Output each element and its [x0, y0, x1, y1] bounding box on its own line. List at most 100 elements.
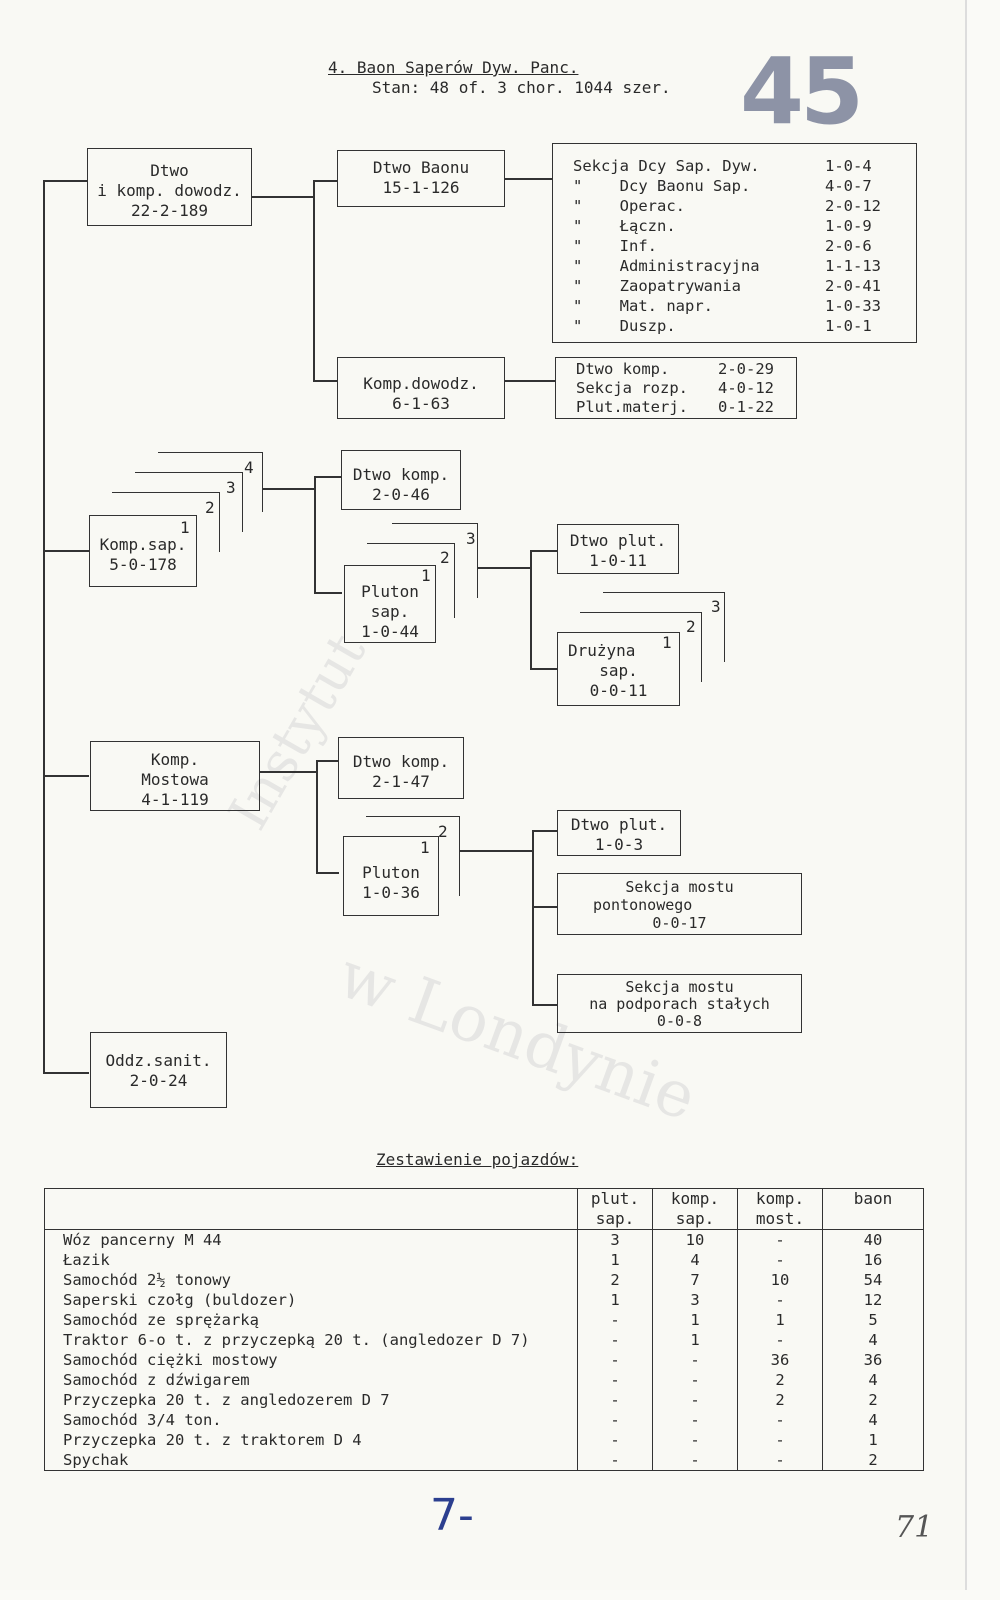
komp-dowodz-detail-row: Sekcja rozp.4-0-12 — [576, 379, 796, 398]
sekcja-value: 1-0-33 — [825, 297, 881, 315]
vehicle-count: - — [737, 1290, 823, 1310]
vehicle-name: Saperski czołg (buldozer) — [44, 1290, 578, 1310]
sekcja-name: " Operac. — [573, 197, 685, 215]
box-line: 2-1-47 — [372, 772, 430, 791]
sekcja-ponton-box: Sekcja mostu pontonowego 0-0-17 — [557, 873, 802, 935]
oddz-sanit-box: Oddz.sanit. 2-0-24 — [90, 1032, 227, 1108]
stack-number: 2 — [686, 617, 696, 636]
vehicle-name: Samochód ciężki mostowy — [44, 1350, 578, 1370]
vehicle-count: - — [737, 1250, 823, 1270]
connector-line — [43, 550, 89, 552]
table-header-row: plut.sap. komp.sap. komp.most. baon — [44, 1188, 924, 1230]
connector-line — [532, 1004, 558, 1006]
sekcja-row: " Operac.2-0-12 — [573, 196, 916, 216]
vehicle-count: 1 — [737, 1310, 823, 1330]
box-line: Komp.dowodz. — [363, 374, 479, 393]
connector-line — [505, 178, 552, 180]
connector-line — [532, 830, 534, 1004]
connector-line — [314, 476, 316, 592]
sekcja-name: " Inf. — [573, 237, 657, 255]
vehicle-count: 16 — [822, 1250, 924, 1270]
vehicle-count: - — [577, 1410, 653, 1430]
vehicle-count: 4 — [822, 1370, 924, 1390]
table-header-plut-sap: plut.sap. — [577, 1188, 653, 1230]
dtwo-baonu-box: Dtwo Baonu 15-1-126 — [337, 150, 505, 207]
vehicle-name: Wóz pancerny M 44 — [44, 1229, 578, 1250]
box-line: Sekcja mostu — [625, 978, 734, 996]
connector-line — [314, 592, 342, 594]
connector-line — [313, 180, 338, 182]
box-line: Pluton — [362, 863, 420, 882]
watermark: w Londynie — [328, 938, 706, 1136]
vehicle-count: - — [577, 1330, 653, 1350]
table-row: Traktor 6-o t. z przyczepką 20 t. (angle… — [44, 1330, 924, 1350]
vehicle-name: Samochód 3/4 ton. — [44, 1410, 578, 1430]
box-line: Dtwo komp. — [352, 752, 450, 771]
stack-card — [580, 612, 702, 682]
vehicle-name: Samochód 2½ tonowy — [44, 1270, 578, 1290]
box-line: Oddz.sanit. — [105, 1051, 212, 1070]
dtwo-komp-most-box: Dtwo komp. 2-1-47 — [338, 737, 464, 799]
table-row: Spychak---2 — [44, 1450, 924, 1471]
komp-dowodz-detail-row: Dtwo komp.2-0-29 — [576, 360, 796, 379]
sekcja-name: Sekcja Dcy Sap. Dyw. — [573, 157, 760, 175]
box-line: na podporach stałych — [589, 995, 770, 1013]
box-line: 1-0-3 — [594, 835, 644, 854]
stack-card — [366, 816, 460, 896]
vehicle-count: - — [652, 1430, 738, 1450]
box-line: Pluton — [361, 582, 419, 601]
stack-number: 1 — [662, 633, 672, 652]
vehicle-count: - — [577, 1430, 653, 1450]
vehicle-count: - — [577, 1350, 653, 1370]
connector-line — [252, 196, 314, 198]
header-line: komp. — [670, 1189, 720, 1208]
connector-line — [260, 771, 317, 773]
connector-line — [530, 550, 558, 552]
sekcje-box: Sekcja Dcy Sap. Dyw.1-0-4" Dcy Baonu Sap… — [552, 143, 917, 343]
vehicle-name: Przyczepka 20 t. z angledozerem D 7 — [44, 1390, 578, 1410]
header-line: sap. — [675, 1209, 715, 1228]
sekcja-name: " Duszp. — [573, 317, 676, 335]
box-line: 5-0-178 — [109, 555, 177, 574]
box-line: Dtwo — [150, 161, 189, 180]
box-line: 0-0-8 — [656, 1012, 703, 1030]
vehicle-count: - — [652, 1390, 738, 1410]
stack-number: 3 — [226, 478, 236, 497]
dtwo-komp-dowodz-box: Dtwo i komp. dowodz. 22-2-189 — [87, 148, 252, 226]
connector-line — [316, 760, 339, 762]
connector-line — [532, 830, 558, 832]
box-line: 15-1-126 — [382, 178, 460, 197]
box-line: Dtwo plut. — [570, 815, 668, 834]
vehicle-count: - — [652, 1350, 738, 1370]
document-page: Instytut w Londynie 4. Baon Saperów Dyw.… — [43, 0, 967, 1590]
box-line: Komp. — [150, 750, 200, 769]
komp-mostowa-box: Komp. Mostowa 4-1-119 — [90, 741, 260, 811]
vehicle-count: 2 — [822, 1390, 924, 1410]
vehicle-count: 3 — [577, 1229, 653, 1250]
detail-name: Plut.materj. — [576, 398, 688, 416]
table-header-komp-sap: komp.sap. — [652, 1188, 738, 1230]
connector-line — [263, 488, 315, 490]
vehicle-count: - — [577, 1450, 653, 1471]
stack-card — [367, 543, 455, 618]
vehicle-count: 2 — [822, 1450, 924, 1471]
sekcja-row: " Dcy Baonu Sap.4-0-7 — [573, 176, 916, 196]
stack-number: 1 — [421, 566, 431, 585]
vehicle-count: 7 — [652, 1270, 738, 1290]
sekcja-value: 2-0-41 — [825, 277, 881, 295]
sekcja-value: 2-0-6 — [825, 237, 872, 255]
vehicle-count: 2 — [737, 1390, 823, 1410]
box-line: Dtwo komp. — [352, 465, 450, 484]
sekcja-value: 1-1-13 — [825, 257, 881, 275]
connector-line — [43, 180, 87, 182]
vehicle-count: 4 — [822, 1410, 924, 1430]
vehicle-count: - — [577, 1390, 653, 1410]
detail-value: 0-1-22 — [718, 398, 774, 416]
stack-number: 1 — [180, 518, 190, 537]
vehicle-count: 5 — [822, 1310, 924, 1330]
box-line: 2-0-46 — [372, 485, 430, 504]
vehicles-title: Zestawienie pojazdów: — [376, 1150, 579, 1169]
